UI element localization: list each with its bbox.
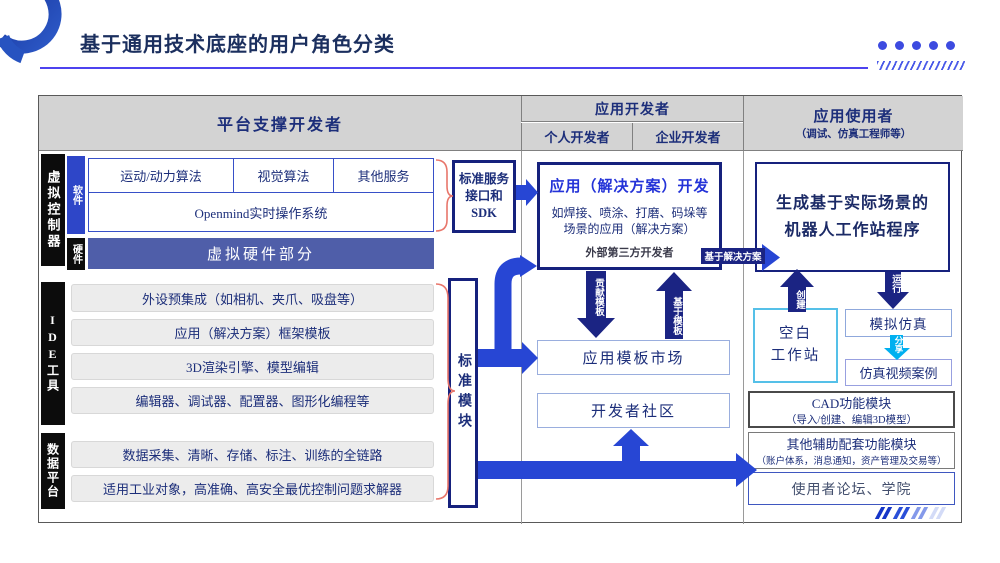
dot-icon	[929, 41, 938, 50]
badge-based-on-solution: 基于解决方案	[701, 248, 765, 264]
app-dev-title: 应用（解决方案）开发	[549, 179, 710, 195]
data-row: 数据采集、清晰、存储、标注、训练的全链路	[71, 441, 434, 468]
aux-line1: 其他辅助配套功能模块	[786, 437, 917, 452]
data-row: 适用工业对象，高准确、高安全最优控制问题求解器	[71, 475, 434, 502]
logo-arc-small	[0, 34, 26, 64]
column-divider	[521, 151, 522, 524]
label-ide-tools: IDE工具	[41, 282, 65, 425]
dot-icon	[895, 41, 904, 50]
label-hardware: 硬件	[67, 238, 85, 270]
blank-ws-line1: 空白	[779, 325, 812, 342]
header-app-users-subtitle: （调试、仿真工程师等）	[795, 129, 912, 140]
ide-row: 编辑器、调试器、配置器、图形化编程等	[71, 387, 434, 414]
cell-virtual-hardware: 虚拟硬件部分	[88, 238, 434, 269]
blank-workstation-box: 空白 工作站	[753, 308, 838, 383]
label-based-on-template: 基于模板	[671, 297, 681, 335]
app-dev-third-party: 外部第三方开发者	[585, 247, 674, 260]
simulation-box: 模拟仿真	[845, 309, 952, 337]
title-underline	[40, 67, 868, 69]
template-market-box: 应用模板市场	[537, 340, 730, 375]
dot-icon	[878, 41, 887, 50]
cad-module-box: CAD功能模块 （导入/创建、编辑3D模型）	[748, 391, 955, 428]
label-contribute-template: 贡献模板	[593, 278, 603, 316]
header-app-users: 应用使用者 （调试、仿真工程师等）	[743, 96, 963, 151]
page-title: 基于通用技术底座的用户角色分类	[80, 34, 395, 56]
header-platform-developers: 平台支撑开发者	[39, 96, 521, 151]
algorithm-row: 运动/动力算法 视觉算法 其他服务	[88, 158, 434, 193]
developer-community-box: 开发者社区	[537, 393, 730, 428]
label-virtual-controller: 虚拟控制器	[41, 154, 65, 266]
logo-ring-icon	[0, 0, 62, 64]
label-run: 运行	[890, 273, 900, 293]
app-dev-desc-line1: 如焊接、喷涂、打磨、码垛等	[551, 206, 708, 220]
label-create: 创建	[794, 289, 804, 309]
cell-motion-algorithm: 运动/动力算法	[89, 159, 234, 192]
footer-slashes-decoration	[874, 507, 958, 519]
cell-vision-algorithm: 视觉算法	[234, 159, 334, 192]
header-app-developers: 应用开发者	[521, 96, 743, 122]
header-app-users-title: 应用使用者	[813, 109, 894, 125]
column-divider	[743, 151, 744, 524]
label-data-platform: 数据平台	[41, 433, 65, 509]
ide-row: 应用（解决方案）框架模板	[71, 319, 434, 346]
header-enterprise-developer: 企业开发者	[632, 123, 743, 151]
cell-openmind-os: Openmind实时操作系统	[88, 192, 434, 232]
cad-line2: （导入/创建、编辑3D模型）	[785, 414, 918, 426]
blank-ws-line2: 工作站	[770, 347, 821, 364]
gen-line2: 机器人工作站程序	[784, 222, 921, 239]
slashes-decoration	[877, 61, 965, 70]
user-forum-box: 使用者论坛、学院	[748, 472, 955, 505]
workstation-program-box: 生成基于实际场景的 机器人工作站程序	[755, 162, 950, 272]
sdk-interface-box: 标准服务接口和SDK	[452, 160, 516, 233]
header-individual-developer: 个人开发者	[521, 123, 632, 151]
ide-row: 3D渲染引擎、模型编辑	[71, 353, 434, 380]
aux-module-box: 其他辅助配套功能模块 （账户体系，消息通知，资产管理及交易等）	[748, 432, 955, 469]
app-solution-dev-box: 应用（解决方案）开发 如焊接、喷涂、打磨、码垛等 场景的应用（解决方案） 外部第…	[537, 162, 722, 270]
gen-line1: 生成基于实际场景的	[775, 194, 929, 212]
ide-row: 外设预集成（如相机、夹爪、吸盘等）	[71, 284, 434, 312]
sim-video-case-box: 仿真视频案例	[845, 359, 952, 386]
dot-icon	[946, 41, 955, 50]
standard-module-box: 标准模块	[448, 278, 478, 508]
app-dev-desc-line2: 场景的应用（解决方案）	[563, 222, 696, 237]
aux-line2: （账户体系，消息通知，资产管理及交易等）	[756, 457, 947, 467]
cell-other-services: 其他服务	[357, 169, 410, 184]
label-software: 软件	[67, 156, 85, 234]
cad-line1: CAD功能模块	[811, 395, 892, 411]
label-share: 分享	[894, 335, 904, 353]
dots-decoration	[878, 41, 968, 51]
dot-icon	[912, 41, 921, 50]
